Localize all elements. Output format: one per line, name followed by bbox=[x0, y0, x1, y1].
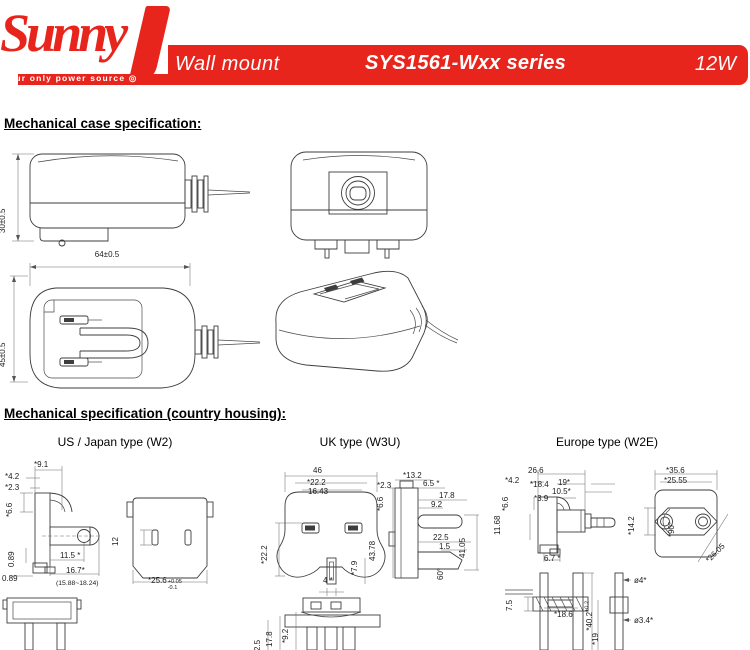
europe-group: Europe type (W2E) bbox=[493, 430, 750, 650]
dim-eu-4-2: *4.2 bbox=[505, 476, 520, 485]
case-perspective-view-drawing bbox=[275, 270, 459, 372]
dim-eu-14-2: *14.2 bbox=[627, 516, 636, 535]
dim-uk-22-2-top: *22.2 bbox=[307, 478, 326, 487]
dim-eu-18-6: *18.6 bbox=[554, 610, 573, 619]
logo-tagline: your only power source ◎ bbox=[3, 73, 137, 84]
sunny-logo: Sunny bbox=[0, 0, 168, 74]
dim-us-12: 12 bbox=[111, 537, 120, 546]
dim-uk-2-3: *2.3 bbox=[377, 481, 392, 490]
dim-uk-17-8: 17.8 bbox=[439, 491, 455, 500]
dim-eu-10-5: 10.5* bbox=[552, 487, 571, 496]
dim-uk-6-6: *6.6 bbox=[376, 496, 385, 511]
dim-eu-19-v: *19 bbox=[591, 632, 600, 645]
case-top-view-drawing bbox=[10, 263, 261, 389]
dim-us-2-3: *2.3 bbox=[5, 483, 20, 492]
country-spec-heading: Mechanical specification (country housin… bbox=[4, 406, 287, 421]
uk-title: UK type (W3U) bbox=[319, 435, 401, 449]
dim-uk-22-5: 22.5 bbox=[433, 533, 449, 542]
dim-us-body-width-tolerance: +0.05-0.1 bbox=[167, 579, 182, 591]
dim-us-body-width: *25.6+0.05-0.1 bbox=[148, 576, 182, 591]
dim-eu-19: 19* bbox=[558, 478, 571, 487]
dim-eu-6-6: *6.6 bbox=[501, 496, 510, 511]
tol-minus: -0.1 bbox=[167, 584, 178, 591]
dim-uk-22-2-left: *22.2 bbox=[260, 545, 269, 564]
uk-group: UK type (W3U) bbox=[253, 430, 505, 650]
dim-uk-43-78: 43.78 bbox=[368, 540, 377, 561]
uk-drawing bbox=[267, 472, 479, 650]
dim-us-16-7: 16.7* bbox=[66, 566, 85, 575]
dim-uk-13-2: *13.2 bbox=[403, 471, 422, 480]
banner-series-title: SYS1561-Wxx series bbox=[365, 52, 567, 74]
europe-title: Europe type (W2E) bbox=[555, 435, 659, 449]
case-side-view-drawing bbox=[12, 153, 251, 247]
dim-us-089-v: 0.89 bbox=[7, 551, 16, 567]
dim-eu-90deg: *90° bbox=[667, 521, 676, 537]
dim-case-width: 64±0.5 bbox=[94, 250, 120, 259]
dim-uk-1-5: 1.5 bbox=[439, 542, 451, 551]
dim-eu-25-55: *25.55 bbox=[664, 476, 688, 485]
dim-uk-base-9-2: *9.2 bbox=[281, 628, 290, 643]
dim-uk-7-9: *7.9 bbox=[350, 560, 359, 575]
dim-uk-6-5: 6.5 * bbox=[423, 479, 440, 488]
logo-tagline-text: your only power source bbox=[3, 72, 126, 83]
case-spec-heading: Mechanical case specification: bbox=[4, 116, 202, 131]
dim-eu-11-68: 11.68 bbox=[493, 515, 502, 535]
dim-us-4-2: *4.2 bbox=[5, 472, 20, 481]
dim-uk-9-2: 9.2 bbox=[431, 500, 443, 509]
dim-us-body-width-value: *25.6 bbox=[148, 576, 167, 585]
dim-us-11-5: 11.5 * bbox=[60, 551, 81, 560]
dim-uk-16-43: 16.43 bbox=[308, 487, 329, 496]
dim-uk-4: 4 * bbox=[323, 576, 333, 585]
tol-plus: +0.05 bbox=[167, 579, 182, 585]
registered-mark-icon: ◎ bbox=[128, 72, 138, 83]
dim-us-6-6: *6.6 bbox=[5, 502, 14, 517]
europe-drawing bbox=[505, 470, 729, 650]
banner-product-type: Wall mount bbox=[175, 53, 280, 75]
dim-eu-35-6: *35.6 bbox=[666, 466, 685, 475]
dim-uk-46: 46 bbox=[313, 466, 322, 475]
case-front-view-drawing bbox=[290, 151, 428, 259]
dim-eu-7-5: 7.5 bbox=[505, 599, 514, 611]
logo-brand-text: Sunny bbox=[0, 3, 128, 63]
dim-eu-dia-3-4: ø3.4* bbox=[634, 616, 654, 625]
dim-us-9-1: *9.1 bbox=[34, 460, 49, 469]
dim-uk-base-17-8: 17.8 bbox=[265, 631, 274, 647]
dim-eu-18-4: *18.4 bbox=[530, 480, 549, 489]
banner-wattage: 12W bbox=[694, 53, 736, 75]
dim-case-depth: 45±0.5 bbox=[0, 342, 7, 367]
dim-uk-60deg: 60° bbox=[436, 567, 445, 580]
us-japan-group: US / Japan type (W2) bbox=[0, 430, 255, 650]
us-japan-drawing bbox=[2, 466, 214, 650]
dim-eu-3-9: *3.9 bbox=[534, 494, 549, 503]
dim-us-range: (15.88~18.24) bbox=[56, 580, 99, 587]
dim-uk-41-05: 41.05 bbox=[458, 537, 467, 558]
dim-eu-26-6: 26.6 bbox=[528, 466, 544, 475]
dim-eu-40-2: *40.2+0.2 bbox=[583, 601, 594, 631]
dim-us-089-h: 0.89 bbox=[2, 574, 18, 583]
dim-eu-40-2-value: *40.2 bbox=[585, 611, 594, 631]
dim-uk-base-2-5: 2.5 bbox=[253, 639, 262, 650]
dim-eu-40-2-tolerance: +0.2 bbox=[584, 600, 591, 612]
us-japan-title: US / Japan type (W2) bbox=[57, 435, 173, 449]
dim-eu-dia-4: ø4* bbox=[634, 576, 647, 585]
dim-eu-6-7: 6.7 * bbox=[544, 554, 561, 563]
dim-case-height: 30±0.5 bbox=[0, 208, 7, 233]
